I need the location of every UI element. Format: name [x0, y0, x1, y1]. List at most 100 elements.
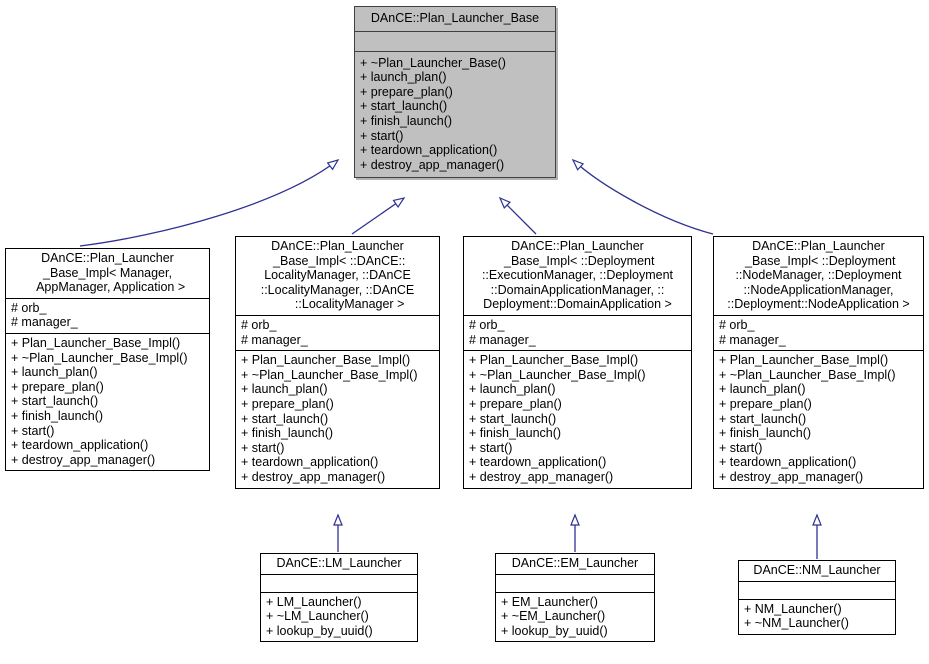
class-member-row: + ~LM_Launcher(): [266, 609, 369, 624]
class-attributes-nm-launcher: [739, 580, 895, 599]
class-node-plan-launcher-base-impl-nodemanager[interactable]: DAnCE::Plan_Launcher _Base_Impl< ::Deplo…: [713, 236, 924, 489]
class-member-row: + prepare_plan(): [360, 84, 453, 99]
class-member-row: ::DomainApplicationManager, ::: [490, 282, 665, 297]
class-member-row: # manager_: [469, 332, 536, 347]
class-member-row: + launch_plan(): [719, 382, 806, 397]
class-member-row: _Base_Impl< ::DAnCE::: [269, 253, 406, 268]
class-attributes-lm-launcher: [261, 573, 417, 592]
class-member-row: + teardown_application(): [719, 455, 857, 470]
class-member-row: DAnCE::NM_Launcher: [753, 563, 881, 577]
class-member-row: + ~EM_Launcher(): [501, 609, 606, 624]
class-member-row: + start_launch(): [469, 411, 557, 426]
class-node-plan-launcher-base-impl-executionmanager[interactable]: DAnCE::Plan_Launcher _Base_Impl< ::Deplo…: [463, 236, 692, 489]
class-member-row: + prepare_plan(): [469, 396, 562, 411]
class-node-lm-launcher[interactable]: DAnCE::LM_Launcher + LM_Launcher()+ ~LM_…: [260, 553, 418, 643]
class-member-row: DAnCE::Plan_Launcher: [752, 239, 885, 253]
class-operations-plan-launcher-base-impl-executionmanager: + Plan_Launcher_Base_Impl()+ ~Plan_Launc…: [464, 350, 691, 487]
class-member-row: + ~NM_Launcher(): [744, 616, 849, 631]
class-member-row: _Base_Impl< Manager,: [43, 265, 172, 280]
class-title-em-launcher: DAnCE::EM_Launcher: [496, 554, 654, 574]
class-member-row: + finish_launch(): [360, 113, 453, 128]
class-member-row: + launch_plan(): [469, 382, 556, 397]
class-member-row: + Plan_Launcher_Base_Impl(): [719, 353, 889, 368]
class-operations-nm-launcher: + NM_Launcher()+ ~NM_Launcher(): [739, 598, 895, 634]
class-member-row: + finish_launch(): [469, 426, 562, 441]
class-operations-plan-launcher-base-impl-nodemanager: + Plan_Launcher_Base_Impl()+ ~Plan_Launc…: [714, 350, 923, 487]
class-member-row: + teardown_application(): [469, 455, 607, 470]
class-member-row: DAnCE::EM_Launcher: [511, 556, 639, 570]
edge-impl-mgr-to-base: [79, 159, 340, 247]
class-member-row: DAnCE::Plan_Launcher: [511, 239, 644, 253]
class-member-row: # orb_: [11, 300, 47, 315]
class-member-row: + prepare_plan(): [241, 396, 334, 411]
class-member-row: + destroy_app_manager(): [360, 157, 505, 172]
class-member-row: + start_launch(): [360, 99, 448, 114]
class-member-row: + launch_plan(): [11, 365, 98, 380]
class-member-row: + ~Plan_Launcher_Base_Impl(): [11, 350, 188, 365]
class-member-row: + prepare_plan(): [11, 379, 104, 394]
class-member-row: + finish_launch(): [719, 426, 812, 441]
class-member-row: ::NodeManager, ::Deployment: [735, 268, 902, 283]
class-member-row: + teardown_application(): [11, 438, 149, 453]
class-member-row: + EM_Launcher(): [501, 594, 598, 609]
class-member-row: LocalityManager, ::DAnCE: [264, 268, 411, 283]
class-title-plan-launcher-base-impl-nodemanager: DAnCE::Plan_Launcher _Base_Impl< ::Deplo…: [714, 237, 923, 315]
class-member-row: + finish_launch(): [241, 426, 334, 441]
edge-impl-em-to-base: [498, 196, 537, 235]
class-member-row: + start(): [719, 440, 763, 455]
class-member-row: _Base_Impl< ::Deployment: [500, 253, 655, 268]
class-member-row: + start(): [360, 128, 404, 143]
class-member-row: + lookup_by_uuid(): [266, 623, 373, 638]
class-member-row: + start_launch(): [11, 394, 99, 409]
class-member-row: ::ExecutionManager, ::Deployment: [481, 268, 674, 283]
class-node-plan-launcher-base-impl-manager[interactable]: DAnCE::Plan_Launcher_Base_Impl< Manager,…: [5, 248, 210, 472]
class-member-row: + ~Plan_Launcher_Base_Impl(): [469, 367, 646, 382]
class-member-row: + launch_plan(): [241, 382, 328, 397]
class-attributes-plan-launcher-base-impl-localitymanager: # orb_# manager_: [236, 314, 439, 350]
edge-impl-nm-to-base: [571, 158, 714, 235]
class-member-row: AppManager, Application >: [29, 280, 186, 295]
class-member-row: DAnCE::Plan_Launcher_Base: [370, 11, 540, 25]
class-member-row: ::Deployment::NodeApplication >: [727, 297, 910, 312]
class-member-row: ::LocalityManager, ::DAnCE: [260, 282, 415, 297]
edge-impl-lm-to-base: [351, 197, 406, 235]
class-member-row: + start_launch(): [241, 411, 329, 426]
class-attributes-plan-launcher-base-impl-executionmanager: # orb_# manager_: [464, 314, 691, 350]
class-member-row: # manager_: [11, 315, 78, 330]
class-member-row: # orb_: [719, 317, 755, 332]
class-member-row: + launch_plan(): [360, 70, 447, 85]
class-member-row: DAnCE::Plan_Launcher: [41, 251, 174, 265]
class-member-row: DAnCE::Plan_Launcher: [271, 239, 404, 253]
class-title-plan-launcher-base-impl-manager: DAnCE::Plan_Launcher_Base_Impl< Manager,…: [6, 249, 209, 298]
class-member-row: ::LocalityManager >: [270, 297, 405, 312]
class-member-row: + ~Plan_Launcher_Base_Impl(): [241, 367, 418, 382]
class-member-row: + start(): [241, 440, 285, 455]
class-member-row: + ~Plan_Launcher_Base(): [360, 55, 506, 70]
class-member-row: + start_launch(): [719, 411, 807, 426]
class-member-row: + destroy_app_manager(): [469, 469, 614, 484]
class-member-row: DAnCE::LM_Launcher: [276, 556, 402, 570]
class-operations-plan-launcher-base-impl-manager: + Plan_Launcher_Base_Impl()+ ~Plan_Launc…: [6, 332, 209, 470]
class-member-row: + NM_Launcher(): [744, 601, 842, 616]
class-attributes-plan-launcher-base: [355, 30, 555, 51]
class-title-nm-launcher: DAnCE::NM_Launcher: [739, 561, 895, 581]
class-member-row: _Base_Impl< ::Deployment: [741, 253, 896, 268]
class-node-plan-launcher-base[interactable]: DAnCE::Plan_Launcher_Base + ~Plan_Launch…: [354, 6, 556, 179]
class-node-nm-launcher[interactable]: DAnCE::NM_Launcher + NM_Launcher()+ ~NM_…: [738, 560, 896, 635]
class-node-em-launcher[interactable]: DAnCE::EM_Launcher + EM_Launcher()+ ~EM_…: [495, 553, 655, 643]
class-operations-plan-launcher-base-impl-localitymanager: + Plan_Launcher_Base_Impl()+ ~Plan_Launc…: [236, 350, 439, 487]
class-title-plan-launcher-base-impl-localitymanager: DAnCE::Plan_Launcher _Base_Impl< ::DAnCE…: [236, 237, 439, 315]
class-member-row: + ~Plan_Launcher_Base_Impl(): [719, 367, 896, 382]
class-node-plan-launcher-base-impl-localitymanager[interactable]: DAnCE::Plan_Launcher _Base_Impl< ::DAnCE…: [235, 236, 440, 489]
class-title-plan-launcher-base-impl-executionmanager: DAnCE::Plan_Launcher _Base_Impl< ::Deplo…: [464, 237, 691, 315]
class-member-row: + finish_launch(): [11, 408, 104, 423]
class-member-row: + start(): [11, 423, 55, 438]
class-member-row: + LM_Launcher(): [266, 594, 362, 609]
class-member-row: # manager_: [241, 332, 308, 347]
class-operations-em-launcher: + EM_Launcher()+ ~EM_Launcher()+ lookup_…: [496, 591, 654, 642]
class-attributes-plan-launcher-base-impl-manager: # orb_# manager_: [6, 297, 209, 333]
class-member-row: # manager_: [719, 332, 786, 347]
class-member-row: + Plan_Launcher_Base_Impl(): [469, 353, 639, 368]
class-member-row: + Plan_Launcher_Base_Impl(): [11, 335, 181, 350]
